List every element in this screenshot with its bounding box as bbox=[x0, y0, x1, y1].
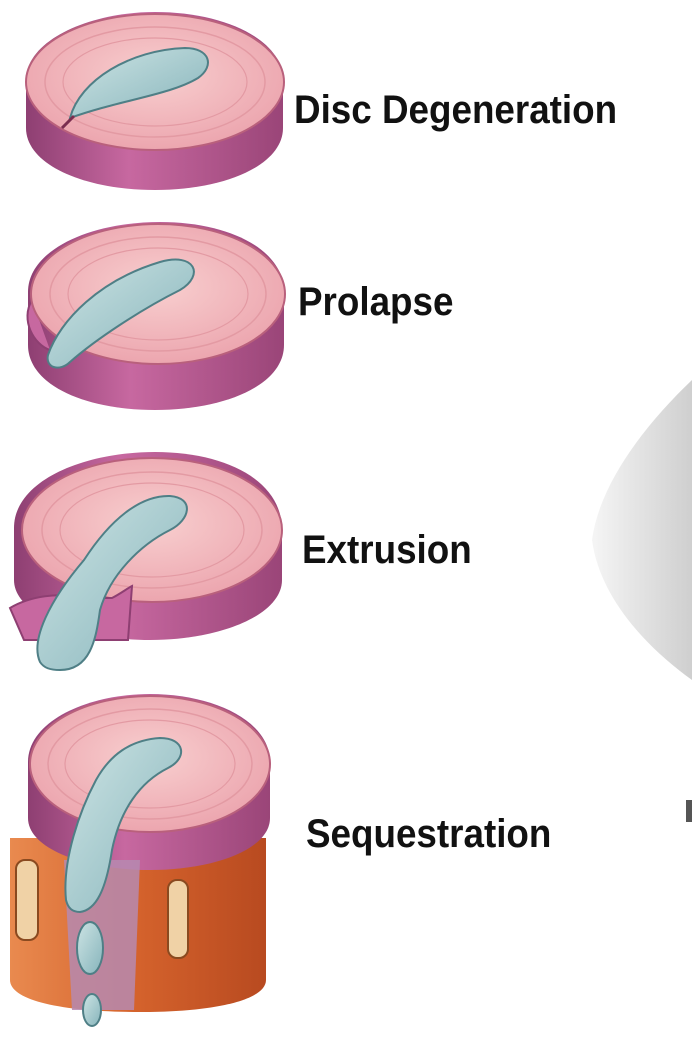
disc-prolapse-illustration bbox=[27, 222, 285, 410]
disc-extrusion-illustration bbox=[10, 452, 282, 670]
label-extrusion: Extrusion bbox=[302, 528, 472, 573]
background-shape bbox=[592, 380, 692, 680]
label-disc-degeneration: Disc Degeneration bbox=[294, 88, 617, 133]
disc-sequestration-illustration bbox=[10, 694, 270, 1026]
label-prolapse: Prolapse bbox=[298, 280, 453, 325]
label-sequestration: Sequestration bbox=[306, 812, 551, 857]
disc-degeneration-illustration bbox=[26, 12, 284, 190]
background-mark bbox=[686, 800, 692, 822]
